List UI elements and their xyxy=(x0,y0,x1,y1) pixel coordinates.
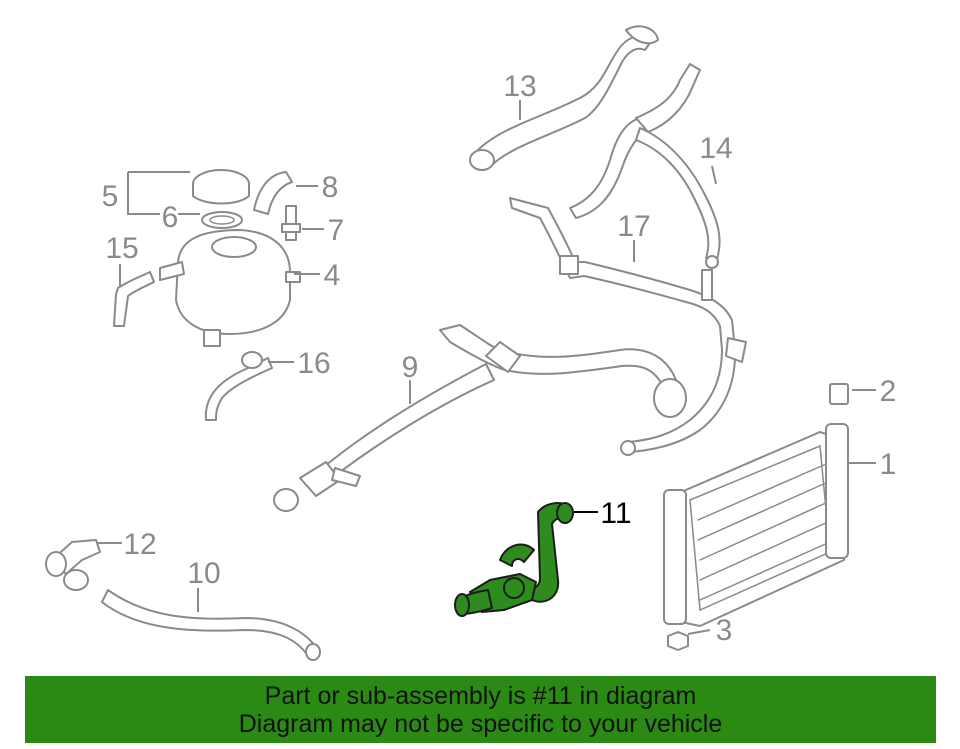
callout-1: 1 xyxy=(880,448,897,481)
callout-12: 12 xyxy=(123,528,156,561)
part-9-coolant-pipe[interactable] xyxy=(273,324,687,512)
callout-3: 3 xyxy=(716,614,733,647)
callout-15: 15 xyxy=(105,232,138,265)
leader-lines xyxy=(98,100,876,635)
callout-7: 7 xyxy=(328,214,345,247)
callout-10: 10 xyxy=(187,557,220,590)
callout-14: 14 xyxy=(699,132,732,165)
callout-11: 11 xyxy=(600,497,631,530)
callout-5: 5 xyxy=(102,180,119,213)
banner-line-2: Diagram may not be specific to your vehi… xyxy=(238,710,723,738)
callout-2: 2 xyxy=(880,375,897,408)
part-1-radiator[interactable] xyxy=(663,423,849,627)
part-10-hose[interactable] xyxy=(101,589,321,661)
callout-9: 9 xyxy=(402,351,419,384)
part-2-clip[interactable] xyxy=(829,383,849,405)
callout-16: 16 xyxy=(297,347,330,380)
callout-6: 6 xyxy=(162,201,179,234)
part-12-elbow[interactable] xyxy=(45,539,101,591)
part-13-upper-hose[interactable] xyxy=(469,25,659,171)
parts-diagram: 13 14 17 5 6 8 7 4 15 16 9 2 1 11 12 10 … xyxy=(45,25,897,661)
callout-8: 8 xyxy=(322,171,339,204)
part-11-coolant-hose[interactable] xyxy=(454,502,574,617)
part-6-cap-seal[interactable] xyxy=(201,211,243,229)
info-banner: Part or sub-assembly is #11 in diagram D… xyxy=(25,676,936,743)
callout-13: 13 xyxy=(503,70,536,103)
part-16-hose[interactable] xyxy=(204,351,273,421)
callout-4: 4 xyxy=(324,259,341,292)
part-4-expansion-tank[interactable] xyxy=(159,229,301,347)
part-15-hose[interactable] xyxy=(113,271,155,327)
callout-17: 17 xyxy=(617,210,650,243)
part-5-reservoir-cap[interactable] xyxy=(192,169,250,205)
part-7-sensor[interactable] xyxy=(281,205,301,241)
part-8-bracket[interactable] xyxy=(253,171,293,215)
part-3-nut[interactable] xyxy=(667,631,689,651)
part-17-coolant-pipe[interactable] xyxy=(509,197,747,456)
banner-line-1: Part or sub-assembly is #11 in diagram xyxy=(264,682,697,710)
part-14-hose[interactable] xyxy=(569,63,721,269)
